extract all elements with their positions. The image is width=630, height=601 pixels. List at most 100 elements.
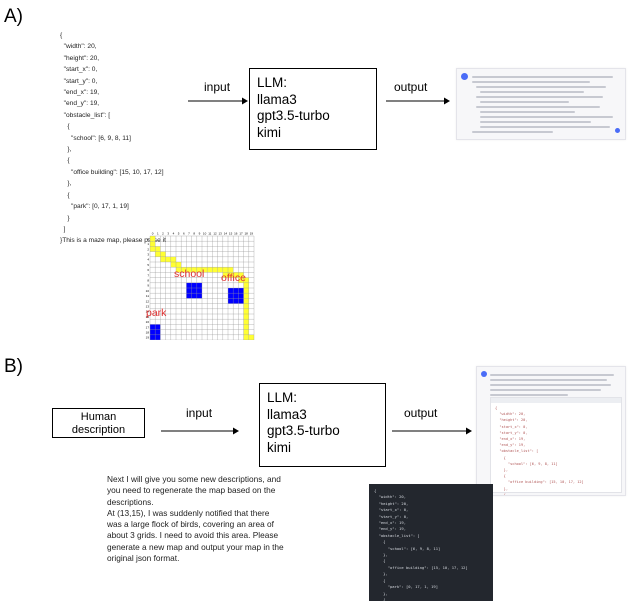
path-cell <box>243 314 249 320</box>
x-tick-label: 11 <box>208 232 211 236</box>
json-line: "height": 20, <box>60 54 100 62</box>
scroll-dot-icon <box>615 128 620 133</box>
code-line: "start_x": 0, <box>374 507 409 513</box>
x-tick-label: 14 <box>224 232 228 236</box>
path-cell <box>233 272 239 278</box>
x-tick-label: 18 <box>245 232 249 236</box>
output-arrow-a <box>386 97 450 105</box>
y-tick-label: 3 <box>147 253 149 257</box>
path-cell <box>196 267 202 273</box>
path-cell <box>160 256 166 262</box>
code-line: "end_x": 19, <box>495 437 526 442</box>
code-line: }, <box>495 468 508 473</box>
json-line: } <box>60 214 70 222</box>
park-label: park <box>146 307 167 319</box>
school-label: school <box>174 268 204 280</box>
assistant-avatar-icon <box>461 73 468 80</box>
path-cell <box>170 262 176 268</box>
path-cell <box>243 303 249 309</box>
path-cell <box>176 267 182 273</box>
office-label: office <box>221 272 246 284</box>
code-line: { <box>495 492 506 496</box>
path-cell <box>222 272 228 278</box>
x-tick-label: 7 <box>188 232 190 236</box>
path-cell <box>222 267 228 273</box>
code-line: "school": [6, 9, 8, 11] <box>374 545 441 551</box>
x-tick-label: 10 <box>203 232 207 236</box>
x-tick-label: 2 <box>162 232 164 236</box>
code-line: }, <box>374 552 388 558</box>
path-cell <box>217 267 223 273</box>
code-line: }, <box>495 486 508 491</box>
x-tick-label: 8 <box>193 232 195 236</box>
path-cell <box>243 308 249 314</box>
path-cell <box>243 298 249 304</box>
code-line: }, <box>374 590 388 596</box>
llm-title: LLM: <box>257 75 288 90</box>
json-line: { <box>60 123 70 131</box>
code-line: { <box>374 577 386 583</box>
code-line: "start_x": 0, <box>495 424 528 429</box>
code-line: "start_y": 0, <box>374 513 409 519</box>
y-tick-label: 12 <box>146 299 150 303</box>
path-cell <box>207 267 213 273</box>
code-line: { <box>495 455 506 460</box>
input-arrow-a <box>188 97 248 105</box>
human-description-box: Human description <box>52 408 145 438</box>
path-cell <box>228 267 234 273</box>
code-line: "height": 20, <box>374 500 409 506</box>
code-line: "end_y": 19, <box>374 526 407 532</box>
json-line: "school": [6, 9, 8, 11] <box>60 134 131 142</box>
input-label-b: input <box>186 406 213 420</box>
code-line: "school": [6, 9, 8, 11] <box>495 461 558 466</box>
llm-box-a: LLM: llama3 gpt3.5-turbo kimi <box>249 68 377 150</box>
path-cell <box>243 334 249 340</box>
x-tick-label: 6 <box>183 232 185 236</box>
path-cell <box>243 329 249 335</box>
human-box-line-1: Human <box>80 411 117 423</box>
path-cell <box>212 267 218 273</box>
output-arrow-b <box>392 427 472 435</box>
output-label-a: output <box>394 80 428 94</box>
x-tick-label: 1 <box>157 232 159 236</box>
json-line: "office building": [15, 10, 17, 12] <box>60 168 164 176</box>
json-line: "end_x": 19, <box>60 89 100 97</box>
code-line: "start_y": 0, <box>495 430 528 435</box>
code-line: "width": 20, <box>495 412 526 417</box>
json-line: { <box>60 32 63 39</box>
llm-response-screenshot-b: { "width": 20, "height": 20, "start_x": … <box>476 366 626 496</box>
code-line: "office building": [15, 10, 17, 12] <box>374 564 468 570</box>
path-cell <box>243 282 249 288</box>
description-paragraph: Next I will give you some new descriptio… <box>107 474 281 507</box>
maze-json-text: { "width": 20, "height": 20, "start_x": … <box>60 30 166 247</box>
path-cell <box>150 241 156 247</box>
code-line: "park": [0, 17, 1, 19] <box>374 584 439 590</box>
json-line: { <box>60 157 70 165</box>
json-line: "width": 20, <box>60 43 97 51</box>
maze-grid <box>149 235 255 340</box>
code-line: "end_y": 19, <box>495 443 526 448</box>
path-cell <box>238 277 244 283</box>
y-tick-label: 9 <box>147 284 149 288</box>
y-tick-label: 2 <box>147 247 149 251</box>
y-tick-label: 15 <box>146 315 150 319</box>
code-line: "office building": [15, 10, 17, 12] <box>495 480 584 485</box>
y-tick-label: 1 <box>147 242 149 246</box>
maze-ticks: 0011223344556677889910101111121213131414… <box>146 232 254 340</box>
json-line: "start_x": 0, <box>60 66 98 74</box>
path-cell <box>248 334 254 340</box>
path-cell <box>150 236 156 242</box>
code-line: "end_x": 19, <box>374 520 407 526</box>
obstacle-block <box>186 282 202 299</box>
assistant-avatar-icon <box>481 371 487 377</box>
x-tick-label: 16 <box>234 232 238 236</box>
maze-map: 0011223344556677889910101111121213131414… <box>146 232 255 340</box>
llm-model-llama3: llama3 <box>267 406 307 422</box>
json-line: "obstacle_list": [ <box>60 111 111 119</box>
code-block-header <box>491 398 621 403</box>
path-cell <box>176 262 182 268</box>
response-code-block: { "width": 20, "height": 20, "start_x": … <box>490 397 622 496</box>
panel-a-label: A) <box>4 6 23 27</box>
code-line: "width": 20, <box>374 494 407 500</box>
input-label-a: input <box>204 80 231 94</box>
